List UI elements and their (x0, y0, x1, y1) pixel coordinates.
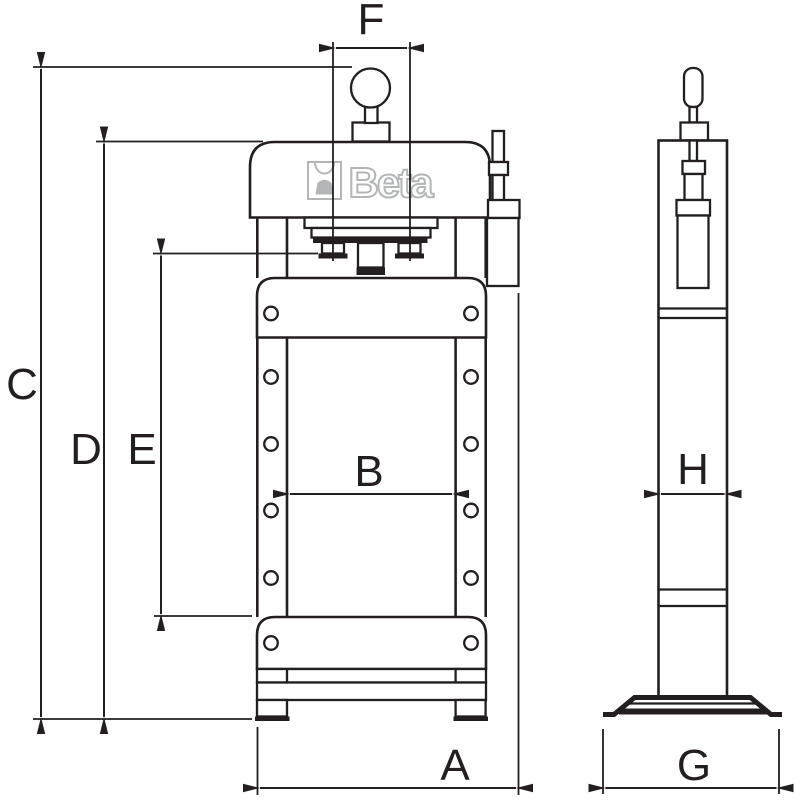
front-left-foot-pad (255, 716, 290, 721)
dimension-label-b: B (354, 447, 383, 496)
side-column-seams (658, 307, 727, 608)
upper-column-segments (255, 217, 488, 278)
cylinder-gland (681, 159, 707, 176)
ram-piston (356, 241, 385, 269)
dimension-a: A (243, 293, 533, 795)
ram-plate-2 (310, 226, 432, 239)
gauge-base (351, 121, 391, 143)
front-right-foot-pad (453, 716, 488, 721)
column-hole (463, 502, 479, 519)
left-column (255, 337, 289, 617)
pressure-gauge-icon (349, 67, 392, 143)
dimension-b: B (273, 447, 469, 499)
column-hole (263, 570, 279, 586)
gauge-dial (349, 67, 392, 109)
cylinder-flange (675, 198, 712, 217)
pump-handle-stem (688, 105, 699, 124)
pump-handle-knob-icon (682, 66, 704, 109)
dimension-label-g: G (677, 741, 711, 790)
dimension-h: H (644, 445, 742, 499)
beta-logo-text: Beta (348, 159, 434, 206)
column-hole (463, 570, 479, 586)
bolt-hole (263, 635, 279, 651)
side-foot (603, 695, 782, 717)
upper-bolster (255, 276, 488, 339)
beta-logo-mark-icon (307, 161, 342, 200)
front-left-foot (255, 698, 289, 718)
dimension-e: E (127, 238, 318, 631)
cylinder-body (676, 214, 710, 290)
bolt-hole (463, 305, 479, 322)
bolt-hole (263, 305, 279, 322)
column-hole (263, 502, 279, 519)
ram-piston-nose (356, 267, 385, 275)
cylinder-rod (688, 139, 699, 163)
side-foot-profile (603, 695, 782, 717)
dimension-label-c: C (6, 360, 38, 409)
column-hole (263, 436, 279, 452)
pump-block (486, 198, 521, 220)
ram-plate-3 (313, 237, 428, 243)
pump-pipe-upper (491, 129, 506, 164)
dimensions: C D E F B H (6, 0, 794, 795)
column-hole (463, 369, 479, 385)
base-rail-upper (255, 667, 488, 684)
pump-bracket (485, 216, 520, 288)
front-right-foot (454, 698, 487, 718)
right-column (454, 337, 488, 617)
dimension-f: F (319, 0, 424, 261)
internal-cylinder (675, 139, 712, 290)
dimension-label-h: H (677, 445, 709, 494)
lower-bolster (255, 615, 488, 671)
dimension-label-d: D (70, 425, 102, 474)
pump-assembly (485, 129, 521, 288)
side-view (603, 66, 782, 717)
bolt-hole (463, 635, 479, 651)
pump-handle-socket (679, 121, 710, 142)
base-rail-lower (255, 681, 488, 702)
beta-logo: Beta (307, 158, 437, 207)
pump-collar (487, 160, 510, 177)
dimension-label-e: E (127, 425, 156, 474)
column-hole (263, 369, 279, 385)
front-view: Beta (248, 67, 521, 721)
dimension-label-f: F (358, 0, 385, 44)
column-hole (463, 436, 479, 452)
dimension-d: D (70, 126, 263, 734)
cylinder-neck (683, 172, 704, 202)
dimension-label-a: A (440, 741, 470, 790)
base-rails (255, 667, 488, 721)
ram-plate-1 (303, 216, 439, 230)
dimension-g: G (588, 729, 794, 794)
dimension-c: C (6, 52, 352, 734)
pump-pipe-lower (491, 173, 506, 203)
